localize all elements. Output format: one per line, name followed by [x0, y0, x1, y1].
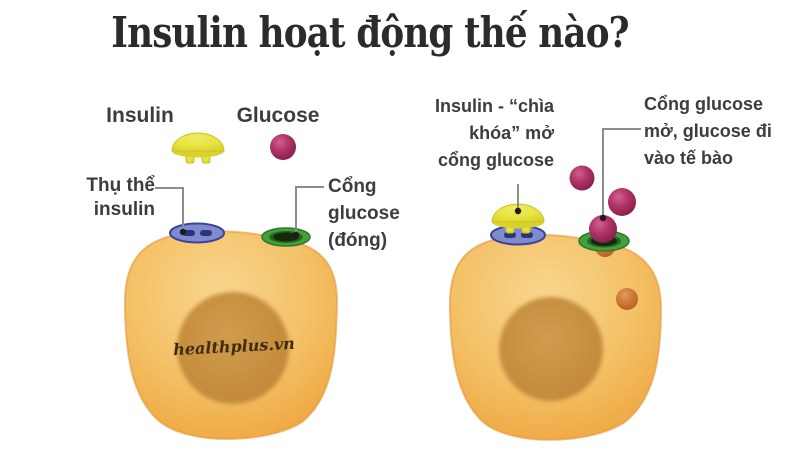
glucose-gate-open: [578, 215, 630, 257]
leader-gate-open: [602, 128, 641, 216]
receptor-label: Thụ thể insulin: [86, 175, 155, 220]
glucose-molecule-free-2: [608, 188, 636, 216]
leader-gate-closed: [295, 186, 324, 233]
glucose-gate-closed: [261, 227, 311, 247]
leader-receptor: [155, 187, 184, 230]
insulin-receptor-closed: [169, 222, 225, 244]
left-cell: [123, 222, 339, 440]
insulin-icon: [171, 132, 225, 164]
right-cell-nucleus: [499, 297, 603, 401]
page-title: Insulin hoạt động thế nào?: [111, 8, 629, 57]
insulin-legend-label: Insulin: [106, 104, 174, 127]
gate-closed-label: Cổng glucose (đóng): [328, 176, 400, 251]
insulin-key-on-receptor: [490, 203, 546, 246]
leader-lines: [155, 128, 641, 233]
left-cell-nucleus: [177, 292, 289, 404]
gate-open-label: Cổng glucose mở, glucose đi vào tế bào: [644, 94, 772, 168]
glucose-legend-label: Glucose: [236, 104, 320, 127]
leader-dots: [179, 207, 607, 239]
glucose-absorbed-in-cell: [616, 288, 638, 310]
right-cell: [448, 165, 663, 441]
glucose-molecule-free-1: [569, 165, 595, 191]
glucose-icon: [270, 134, 296, 160]
glucose-entering-gate: [589, 215, 617, 243]
insulin-key-label: Insulin - “chìa khóa” mở cổng glucose: [434, 96, 554, 170]
